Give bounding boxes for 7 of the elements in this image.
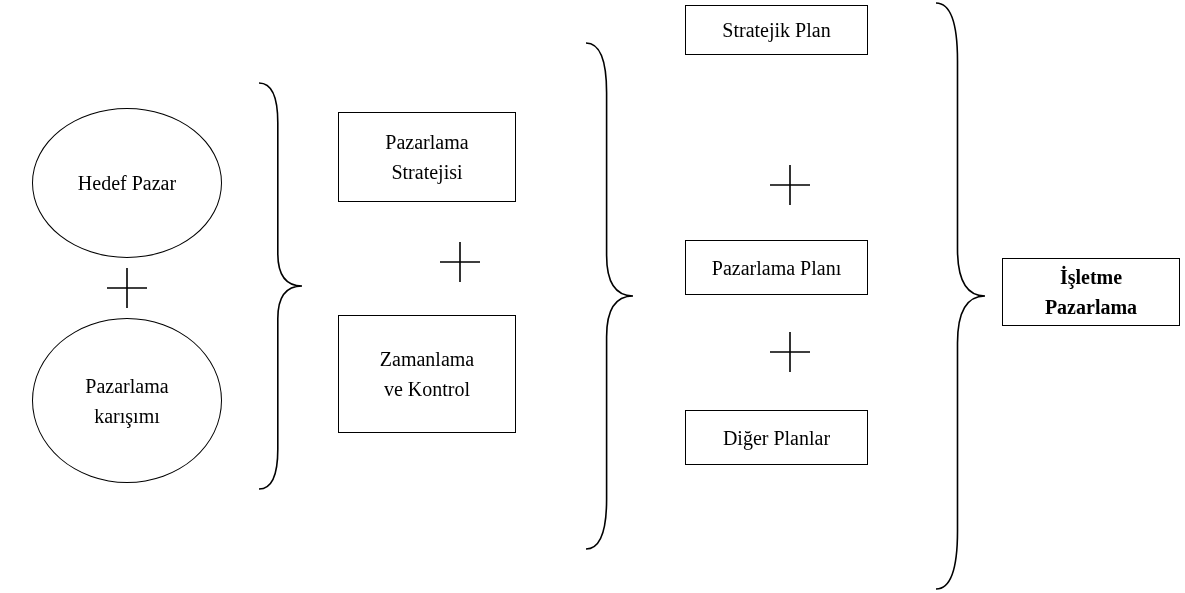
text-box: Pazarlama Planı [685,240,868,295]
text-box: İşletme Pazarlama [1002,258,1180,326]
text-box: Zamanlama ve Kontrol [338,315,516,433]
ellipse-node: Pazarlama karışımı [32,318,222,483]
text-box: Stratejik Plan [685,5,868,55]
text-box: Diğer Planlar [685,410,868,465]
text-box: Pazarlama Stratejisi [338,112,516,202]
